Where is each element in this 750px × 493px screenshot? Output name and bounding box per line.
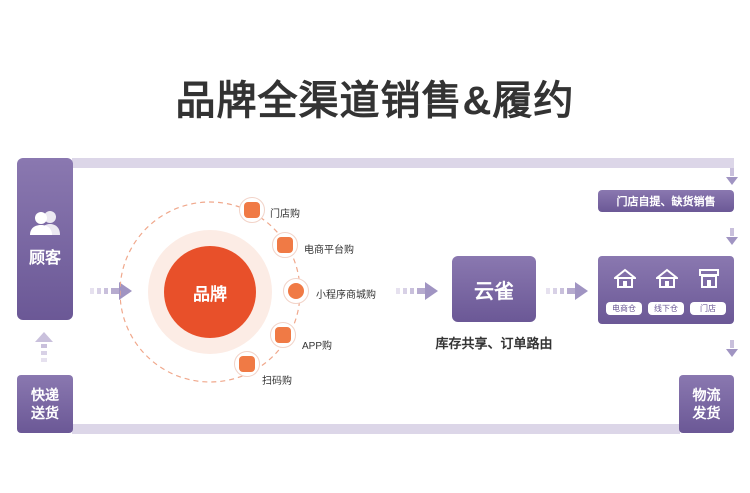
courier-delivery-box: 快递 送货 [17,375,73,433]
top-flow-rail [72,158,734,168]
logistics-label-line2: 发货 [692,405,721,421]
right-arrow-icon [546,282,588,300]
mini-program-icon [283,278,309,304]
users-icon [30,211,60,235]
store-icon [239,197,265,223]
warehouse-tag-store: 门店 [690,302,726,315]
right-arrow-icon [90,282,132,300]
channel-label-app: APP购 [302,341,333,352]
channel-label-ecommerce: 电商平台购 [304,245,354,256]
yunque-caption: 库存共享、订单路由 [435,336,553,351]
laptop-icon [272,232,298,258]
shop-icon [699,269,719,288]
courier-label-line1: 快递 [31,387,59,403]
right-arrow-icon [396,282,438,300]
channel-label-store: 门店购 [270,209,300,220]
logistics-box: 物流 发货 [679,375,734,433]
warehouse-icon [614,268,636,288]
up-arrow-icon [35,332,53,362]
warehouse-tag-ecommerce: 电商仓 [606,302,642,315]
logistics-label-line1: 物流 [692,387,721,403]
yunque-box: 云雀 [452,256,536,322]
channel-label-mini-program: 小程序商城购 [316,290,376,301]
brand-label: 品牌 [193,285,227,304]
page-title: 品牌全渠道销售&履约 [175,79,575,123]
channel-label-scan: 扫码购 [262,376,292,387]
yunque-label: 云雀 [474,280,514,303]
pickup-label: 门店自提、缺货销售 [616,196,716,208]
bottom-flow-rail [72,424,680,434]
customer-label: 顾客 [28,250,61,267]
down-arrow-icon [726,168,738,185]
pickup-box: 门店自提、缺货销售 [598,190,734,212]
courier-label-line2: 送货 [31,405,59,421]
down-arrow-icon [726,228,738,245]
down-arrow-icon [726,340,738,357]
customer-box: 顾客 [17,158,73,320]
brand-orbit [120,201,301,383]
warehouse-icon [656,268,678,288]
warehouse-tag-offline: 线下仓 [648,302,684,315]
box-icon [270,322,296,348]
scan-icon [234,351,260,377]
